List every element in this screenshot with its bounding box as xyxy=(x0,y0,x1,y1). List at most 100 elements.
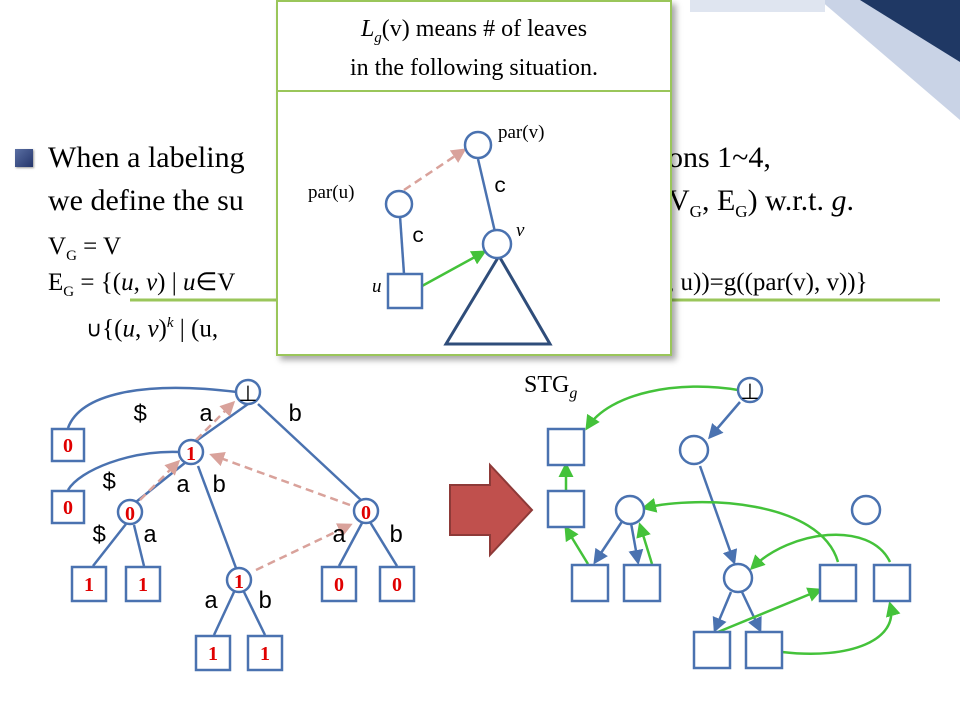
eg-subscript: G xyxy=(735,202,748,221)
popup-label-parv: par(v) xyxy=(498,122,544,143)
union-open: {( xyxy=(102,315,123,343)
edge-label-3: $ xyxy=(102,470,116,497)
eg-u: u xyxy=(121,269,134,296)
edge-n4-leafE xyxy=(212,591,236,636)
popup-edge-parv-v xyxy=(476,158,497,233)
vg-definition: VG = V xyxy=(48,234,121,264)
right-edge-n4-leafF xyxy=(740,591,762,633)
popup-label-c-left: c xyxy=(412,226,425,249)
dashed-n4-n3 xyxy=(255,523,353,572)
eg-definition-left: EG = {(u, v) | u∈V xyxy=(48,270,235,300)
box-value-4: 0 xyxy=(334,574,344,596)
right-edge-n1-n4 xyxy=(698,465,738,565)
popup-label-paru: par(u) xyxy=(308,182,354,203)
eg-v: v xyxy=(146,269,158,296)
edge-root-n1 xyxy=(195,402,249,443)
bullet-line2-right: VG, EG) w.r.t. g. xyxy=(668,184,854,221)
edge-label-0: $ xyxy=(133,402,147,429)
box-value-6: 1 xyxy=(208,643,218,665)
popup-dashed-arrow xyxy=(403,148,467,192)
left-leaf-e xyxy=(194,634,232,672)
eg-comma: , xyxy=(133,269,147,296)
union-symbol: ∪ xyxy=(86,317,103,343)
right-node-n1 xyxy=(678,434,710,466)
right-leaf-b xyxy=(622,563,662,603)
edge-n3-leafC xyxy=(337,522,364,567)
right-root-symbol: ⊥ xyxy=(740,379,759,404)
bullet-line2-left: we define the su xyxy=(48,184,244,217)
dashed-n3-n1 xyxy=(209,452,351,507)
box-value-5: 0 xyxy=(392,574,402,596)
box-value-1: 0 xyxy=(63,497,73,519)
popup-node-v xyxy=(481,228,513,260)
eg-mid: ) | xyxy=(157,269,184,296)
right-edge-n2-leafA xyxy=(593,519,625,565)
right-edge-root-down xyxy=(708,401,741,440)
left-node-n4 xyxy=(225,566,253,594)
green-leafA-box1 xyxy=(564,525,590,565)
popup-L: L xyxy=(360,16,375,42)
bullet-line1-right: ons 1~4, xyxy=(668,141,771,174)
transform-arrow xyxy=(449,462,534,558)
vg-symbol: V xyxy=(668,184,690,217)
edge-label-10: a xyxy=(204,589,218,616)
left-tree-values: 1 0 0 1 0 0 1 1 0 0 1 1 xyxy=(63,435,402,665)
vg-subscript: G xyxy=(689,202,702,221)
node-value-n2: 0 xyxy=(125,503,135,525)
edge-label-7: a xyxy=(143,523,157,550)
corner-strip xyxy=(690,0,825,12)
left-leaf-f xyxy=(246,634,284,672)
edge-label-11: b xyxy=(258,589,272,616)
right-edge-n2-leafB xyxy=(628,522,644,565)
left-leaf-b xyxy=(124,565,162,603)
popup-label-c-top: c xyxy=(494,176,507,199)
period: . xyxy=(846,184,854,217)
green-leafC-n2 xyxy=(641,497,840,563)
vg-eq: = V xyxy=(76,233,122,260)
eg-in: ∈V xyxy=(195,269,236,296)
union-u: u xyxy=(122,315,135,343)
left-tree-nodes xyxy=(50,378,416,672)
left-root-node xyxy=(234,378,262,406)
right-root-node xyxy=(736,376,764,404)
dashed-n2-n1 xyxy=(139,459,181,501)
left-leaf-d xyxy=(378,565,416,603)
popup-edge-paru-u xyxy=(398,215,406,275)
eg-u2: u xyxy=(183,269,196,296)
popup-subtree-triangle xyxy=(443,253,553,346)
right-leaf-a xyxy=(570,563,610,603)
popup-line2: in the following situation. xyxy=(350,54,598,81)
right-box-1 xyxy=(546,489,586,529)
node-value-n1: 1 xyxy=(186,443,196,465)
right-leaf-d xyxy=(872,563,912,603)
green-leafE-leafC xyxy=(717,587,823,634)
edge-label-8: a xyxy=(332,523,346,550)
popup-green-arrow xyxy=(421,250,487,288)
popup-line1: Lg(v) means # of leaves xyxy=(278,14,670,53)
bullet-icon xyxy=(15,149,33,167)
definition-popup: Lg(v) means # of leaves in the following… xyxy=(276,0,672,356)
right-graph-nodes xyxy=(546,376,912,670)
popup-diagram: par(v) par(u) c c v u xyxy=(308,122,553,346)
edge-label-5: b xyxy=(212,473,226,500)
green-leafF-leafD xyxy=(781,601,901,655)
eg-e: E xyxy=(48,269,64,296)
edge-label-9: b xyxy=(389,523,403,550)
edge-n1-box1 xyxy=(66,450,181,491)
edge-label-6: $ xyxy=(92,523,106,550)
union-v: v xyxy=(147,315,159,343)
union-close: ) xyxy=(158,315,167,343)
stg-title-sub: g xyxy=(569,385,577,402)
popup-node-paru xyxy=(384,189,414,219)
left-node-n1 xyxy=(177,438,205,466)
left-tree-edge-labels: $ a b $ a b $ a a b a b xyxy=(92,402,403,616)
eg-sub: G xyxy=(63,284,75,300)
edge-n3-leafD xyxy=(368,521,399,567)
dashed-n1-root xyxy=(195,400,236,441)
bullet-line1-left: When a labeling xyxy=(48,141,245,174)
edge-n4-leafF xyxy=(242,591,267,636)
box-value-2: 1 xyxy=(84,574,94,596)
popup-line1-rest: (v) means # of leaves xyxy=(381,16,588,42)
union-rest: | (u, xyxy=(173,315,219,343)
